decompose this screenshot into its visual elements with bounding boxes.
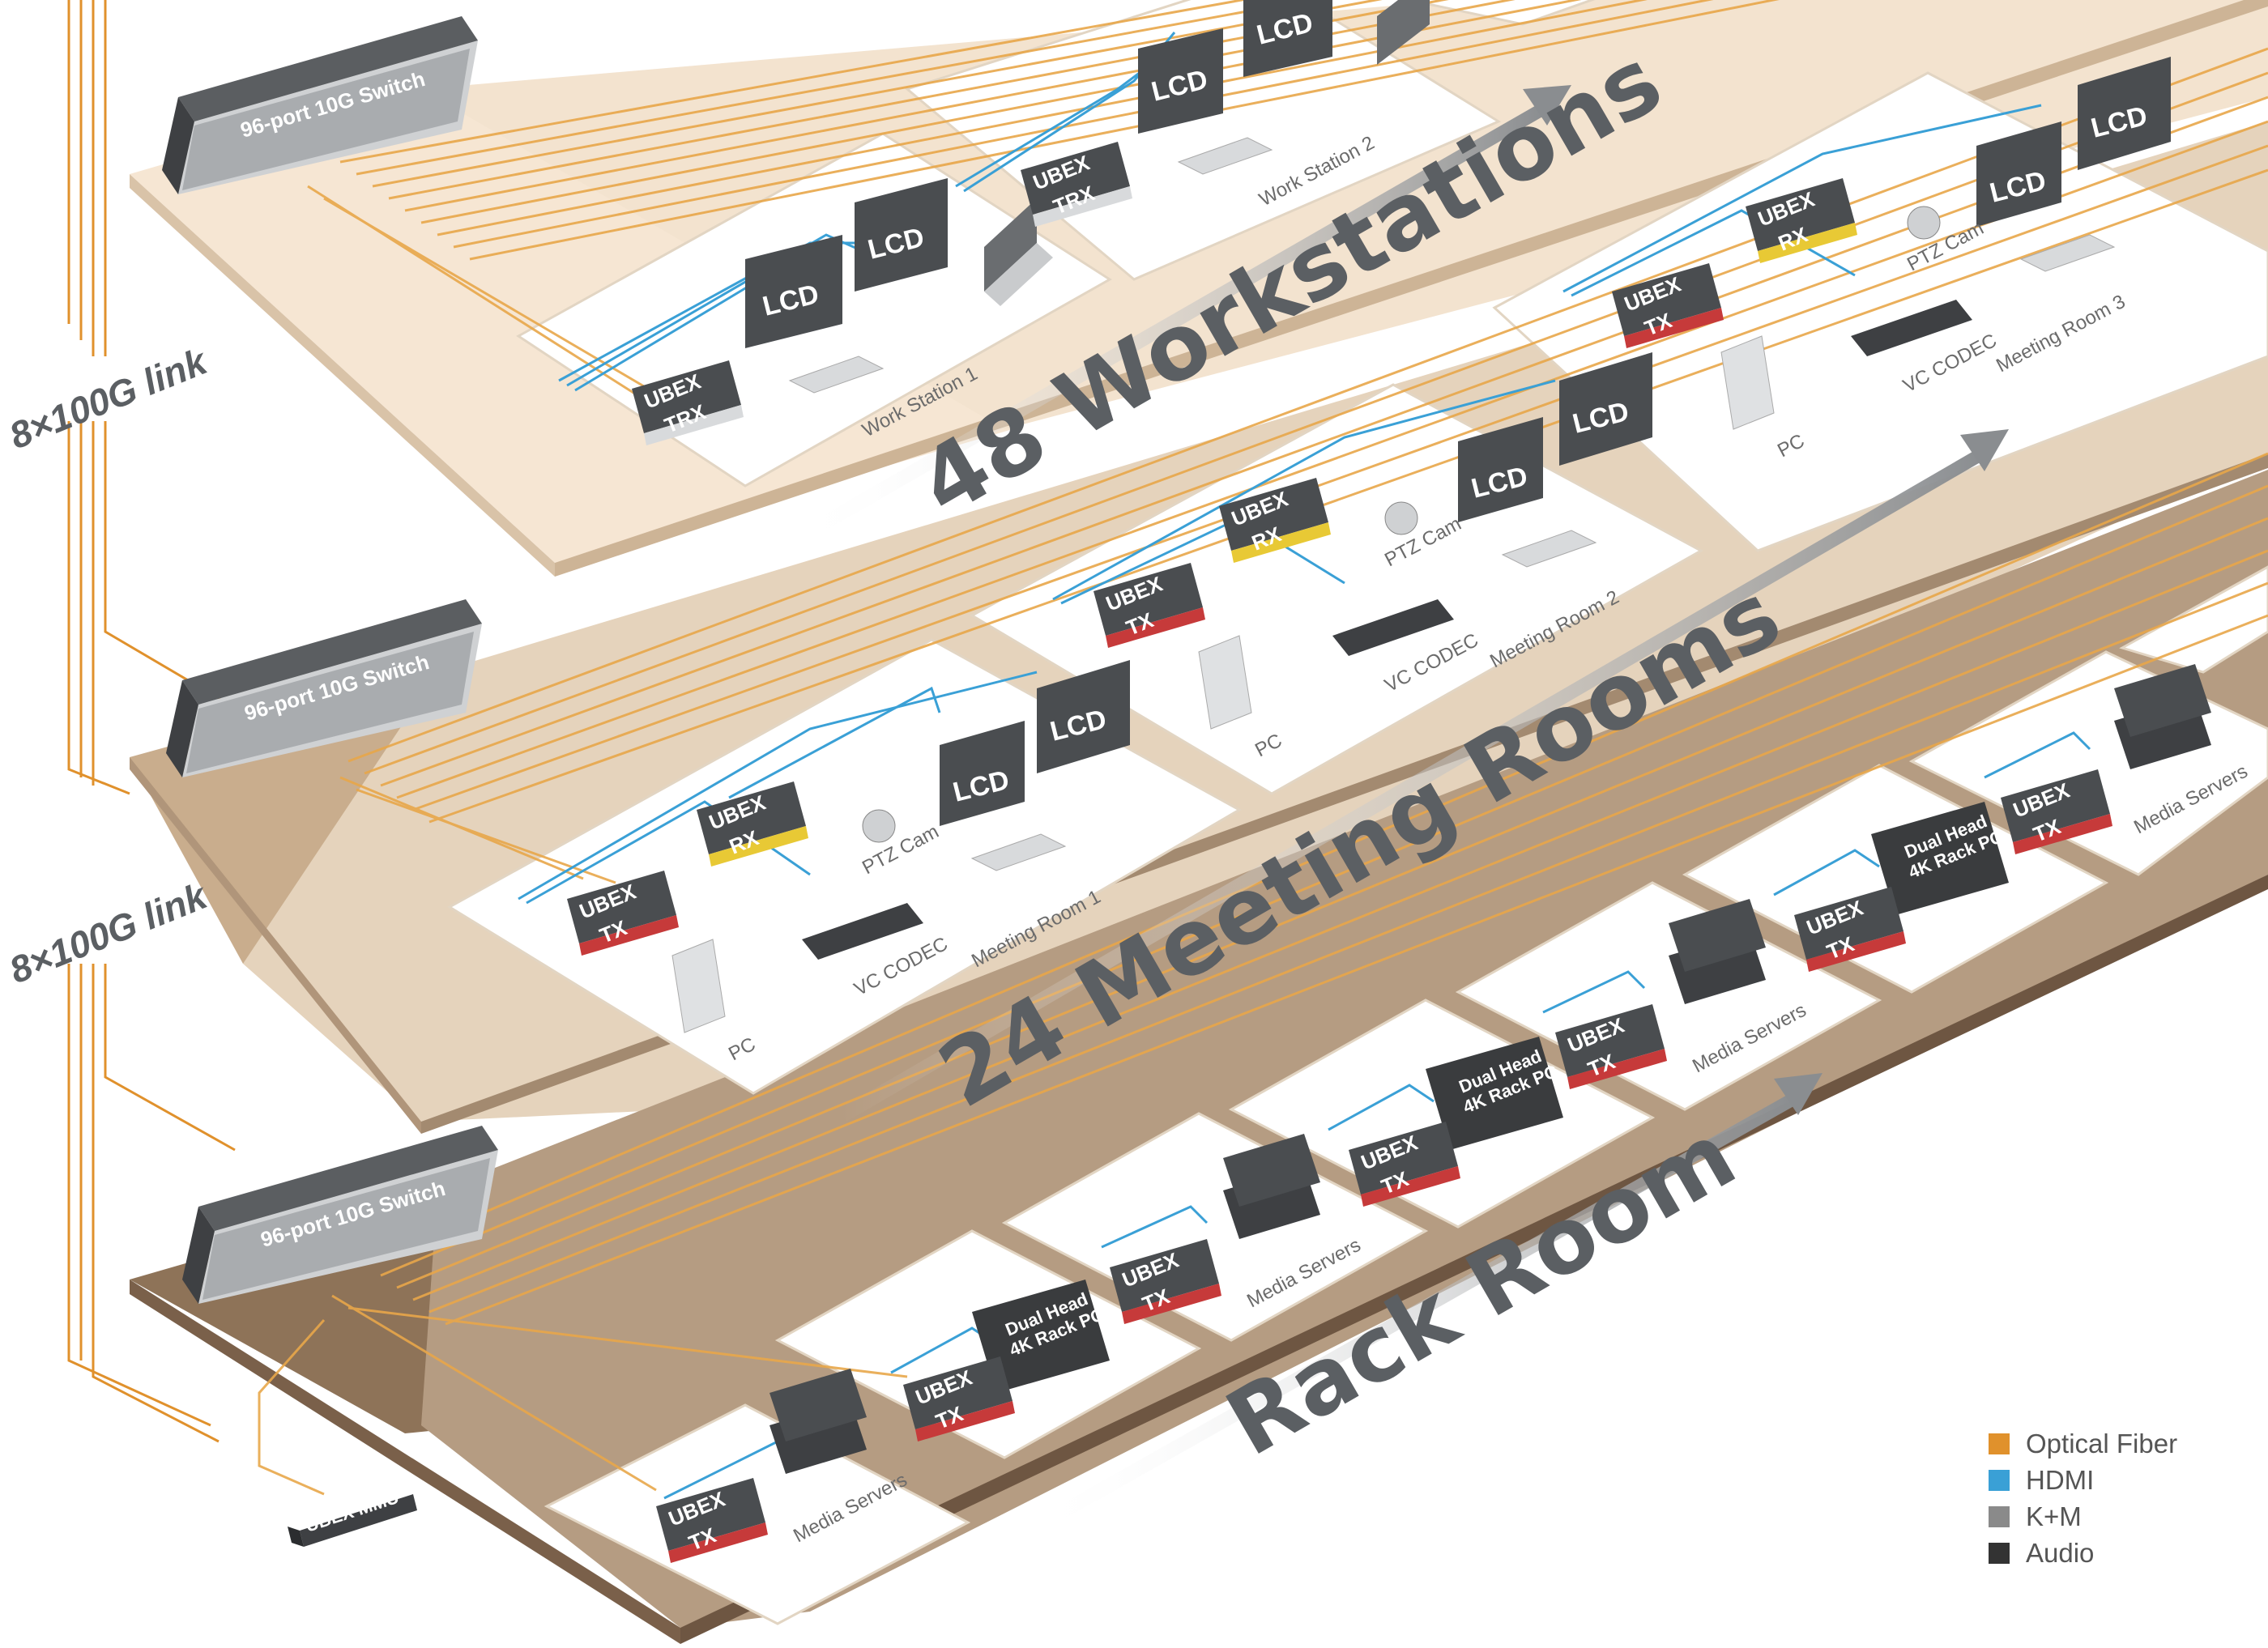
legend: Optical Fiber HDMI K+M Audio — [1989, 1425, 2177, 1571]
ubex-tx-device: UBEX TX — [1794, 887, 1906, 972]
lcd-monitor: LCD — [1138, 28, 1223, 134]
link-labels: 8×100G link 8×100G link — [3, 339, 214, 991]
legend-label: Optical Fiber — [2026, 1428, 2178, 1459]
keyboard — [970, 833, 1067, 871]
legend-item: HDMI — [1989, 1462, 2177, 1498]
lcd-monitor: LCD — [2078, 57, 2171, 170]
lcd-monitor: LCD — [1976, 121, 2061, 227]
fiber-runs — [258, 0, 2268, 1496]
direction-arrows — [790, 85, 2009, 1535]
lcd-monitor: LCD — [1243, 0, 1332, 77]
legend-label: Audio — [2026, 1537, 2095, 1568]
rack-pc: Dual Head 4K Rack PC — [972, 1280, 1110, 1393]
switch-middle: 96-port 10G Switch — [166, 599, 482, 777]
keyboard — [2019, 234, 2116, 272]
rack-pc: Dual Head 4K Rack PC — [1871, 802, 2009, 915]
switch-top: 96-port 10G Switch — [162, 16, 478, 194]
backbone-fiber — [67, 0, 244, 1443]
legend-item: Optical Fiber — [1989, 1425, 2177, 1462]
ubex-rx-device: UBEX RX — [1219, 478, 1331, 563]
keyboard — [1177, 137, 1273, 175]
legend-label: K+M — [2026, 1501, 2082, 1531]
ubex-tx-device: UBEX TX — [1612, 263, 1724, 348]
legend-swatch-fiber — [1989, 1433, 2010, 1454]
lcd-monitor: LCD — [940, 721, 1025, 826]
laptop — [984, 198, 1053, 306]
legend-swatch-hdmi — [1989, 1469, 2010, 1491]
ubex-mmu: UBEX MMU — [288, 1487, 417, 1547]
rack-cell-6: Dual Head 4K Rack PC UBEX TX — [1773, 802, 2009, 972]
media-server — [2114, 664, 2211, 769]
lcd-monitor: LCD — [745, 235, 842, 348]
link-label-top: 8×100G link — [3, 339, 214, 457]
media-server — [770, 1369, 867, 1474]
keyboard — [788, 356, 885, 394]
laptop — [1377, 0, 1430, 65]
rack-pc: Dual Head 4K Rack PC — [1426, 1037, 1563, 1150]
switch-bottom: 96-port 10G Switch — [182, 1126, 498, 1304]
link-label-bottom: 8×100G link — [3, 874, 214, 991]
lcd-monitor: LCD — [855, 178, 948, 292]
legend-label: HDMI — [2026, 1464, 2095, 1495]
media-server — [1669, 899, 1766, 1004]
lcd-monitor: LCD — [1458, 417, 1543, 522]
lcd-monitor: LCD — [1037, 660, 1130, 773]
keyboard — [1501, 530, 1597, 568]
lcd-monitor: LCD — [1559, 352, 1652, 466]
legend-item: K+M — [1989, 1498, 2177, 1535]
media-server — [1223, 1134, 1320, 1239]
ubex-rx-device: UBEX RX — [697, 781, 808, 867]
legend-swatch-km — [1989, 1505, 2010, 1527]
legend-item: Audio — [1989, 1535, 2177, 1571]
legend-swatch-audio — [1989, 1542, 2010, 1564]
